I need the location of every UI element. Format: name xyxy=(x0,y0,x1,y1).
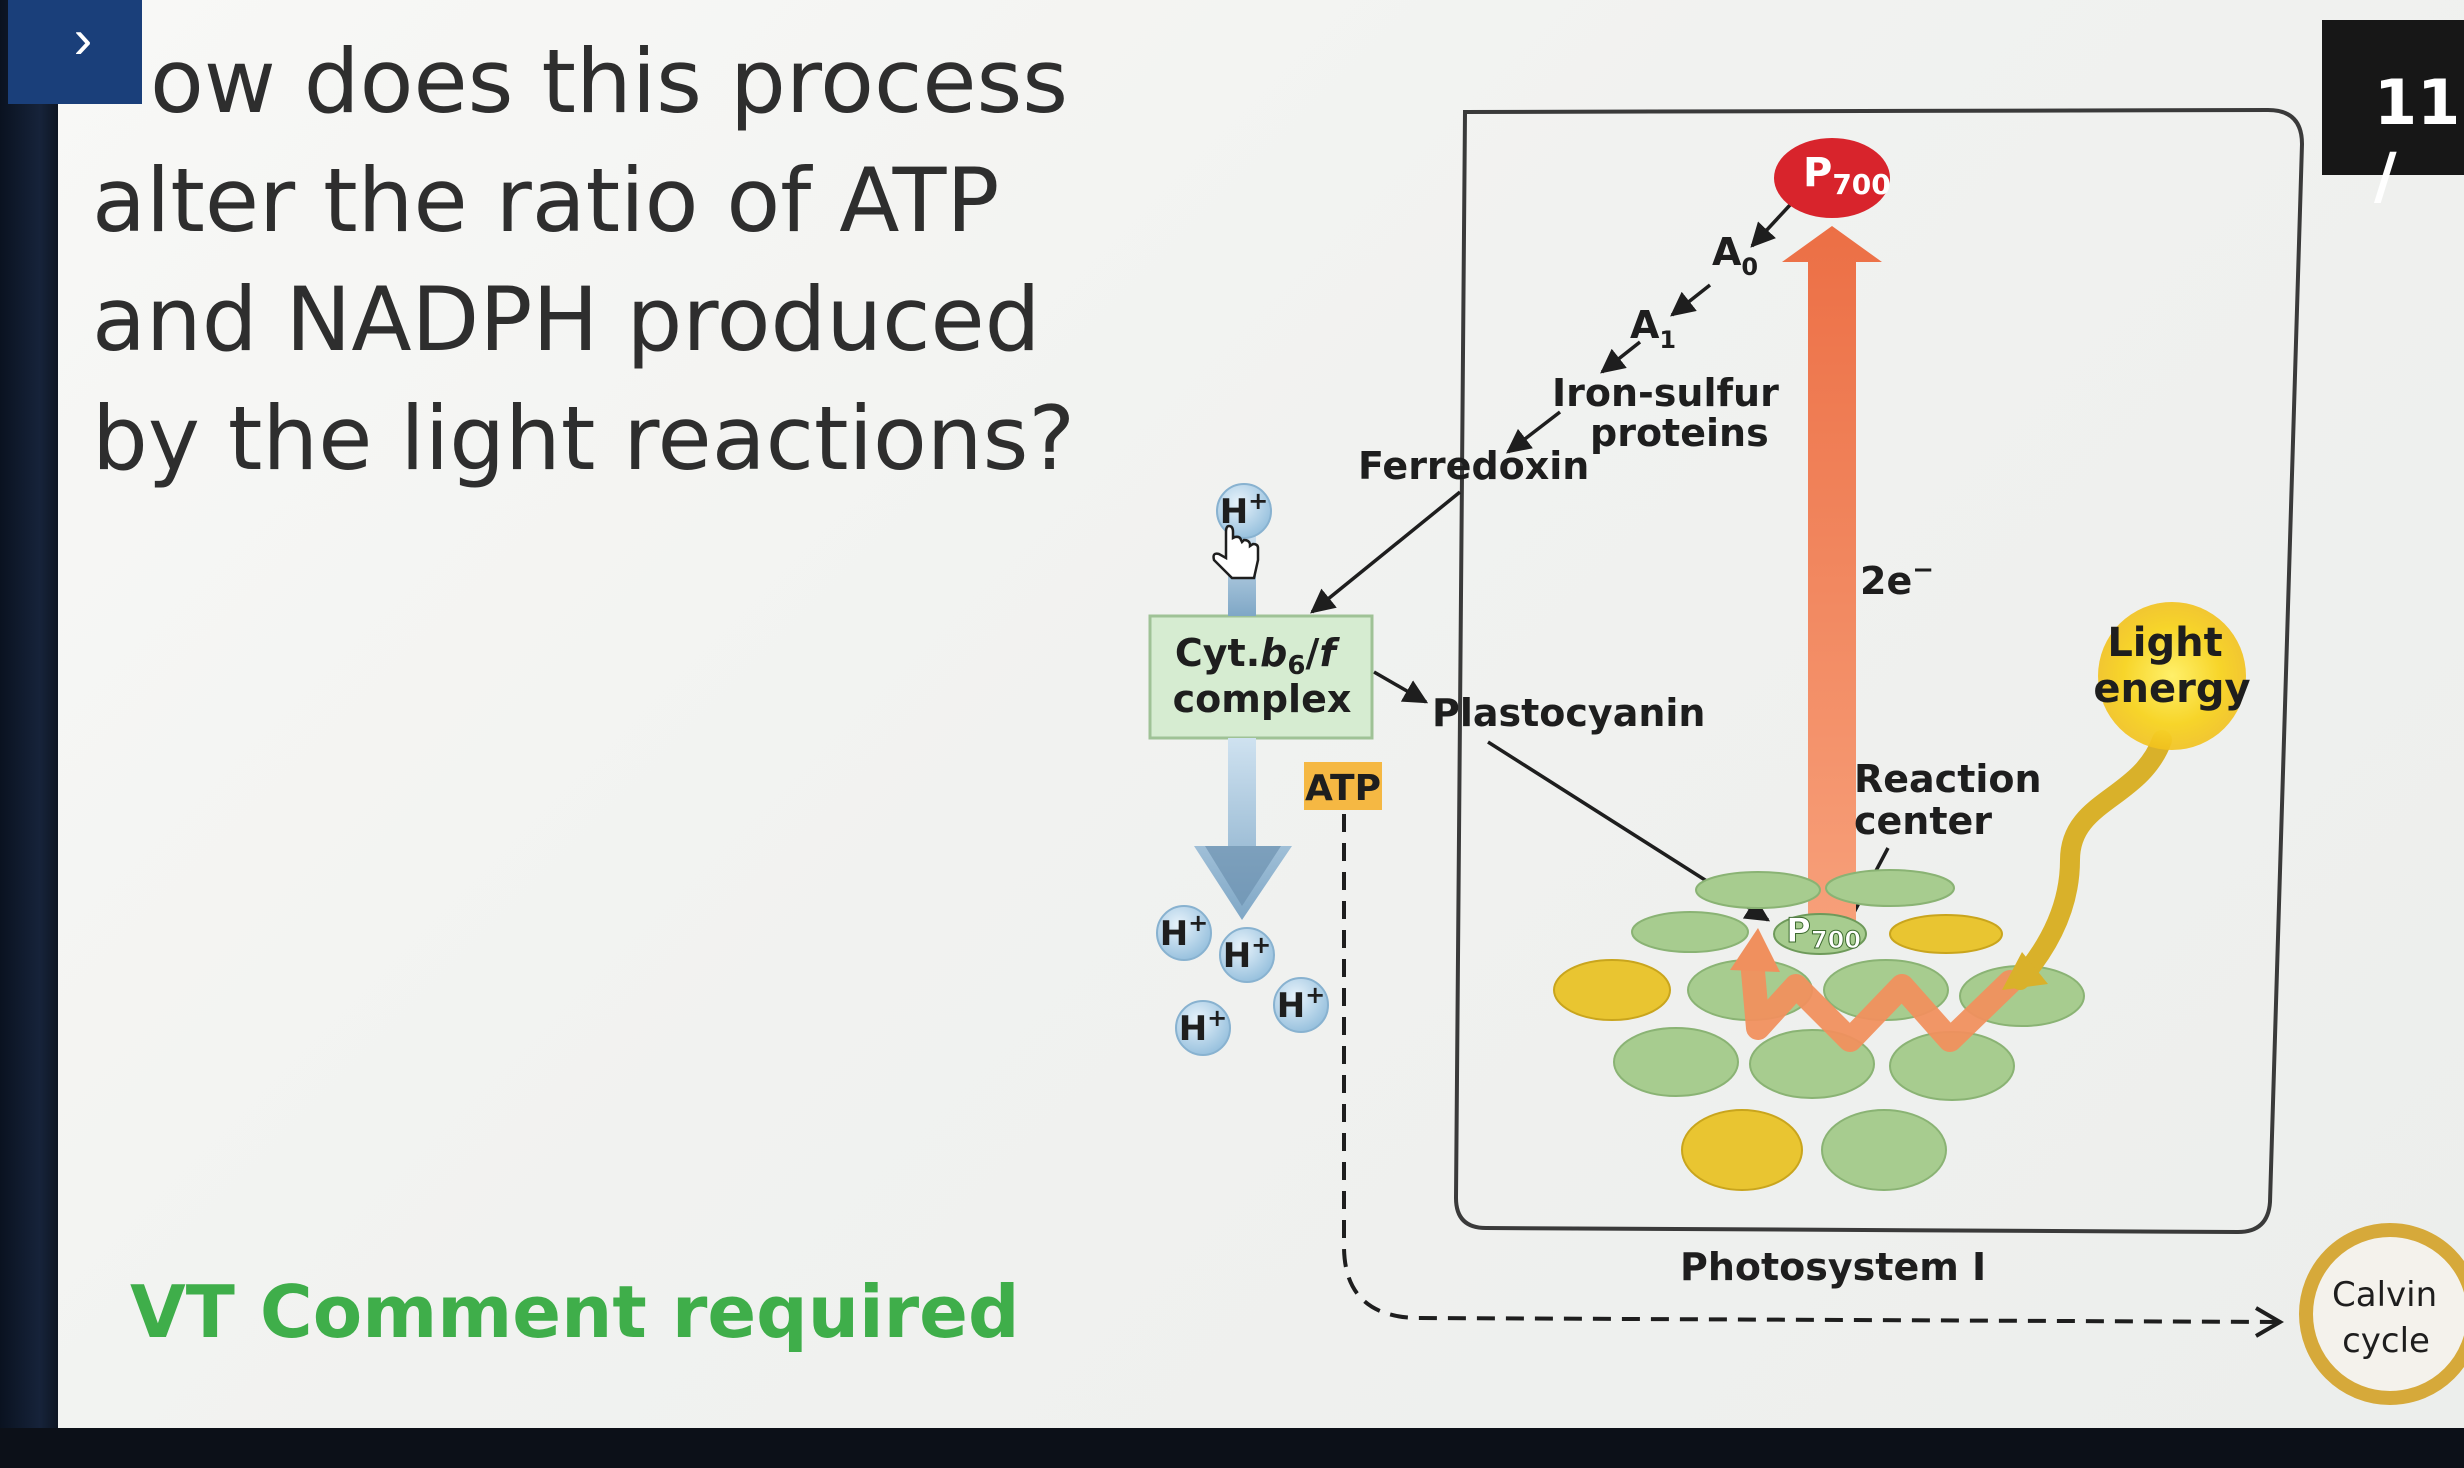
reaction-center-label: Reaction center xyxy=(1854,757,2055,843)
iron-sulfur-proteins-label: Iron-sulfur proteins xyxy=(1552,371,1792,455)
light-energy-label: Light energy xyxy=(2093,620,2250,712)
ferredoxin-label: Ferredoxin xyxy=(1358,444,1589,488)
a0-label: A0 xyxy=(1712,230,1758,281)
electron-path-arrows xyxy=(1312,205,1888,920)
photosystem-i-label: Photosystem I xyxy=(1680,1245,1986,1289)
a1-label: A1 xyxy=(1630,303,1676,354)
atp-label: ATP xyxy=(1305,768,1381,809)
two-electrons-label: 2e− xyxy=(1860,555,1934,603)
plastocyanin-label: Plastocyanin xyxy=(1432,691,1705,735)
